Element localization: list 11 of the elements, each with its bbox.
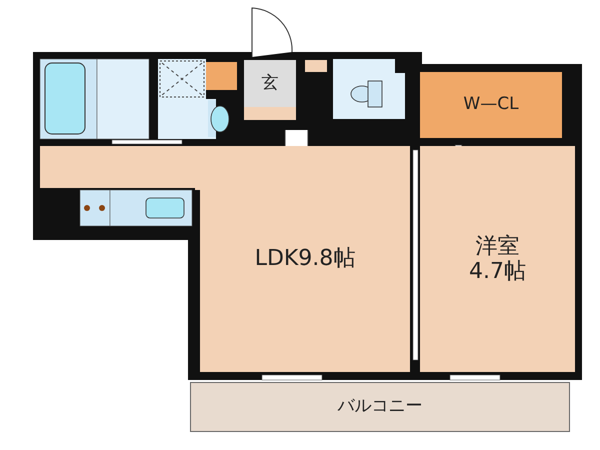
entrance-area (244, 60, 296, 107)
room-label: W—CL (463, 95, 519, 115)
room-label: LDK9.8帖 (254, 246, 356, 272)
room-label: バルコニー (338, 397, 422, 417)
balcony-area (190, 382, 570, 432)
closet-room (420, 72, 562, 138)
room-label: 玄 (262, 74, 278, 94)
room-area (200, 146, 410, 372)
room-label: 4.7帖 (469, 259, 526, 284)
room-label: 洋室 (476, 234, 520, 259)
room-area (420, 146, 575, 372)
